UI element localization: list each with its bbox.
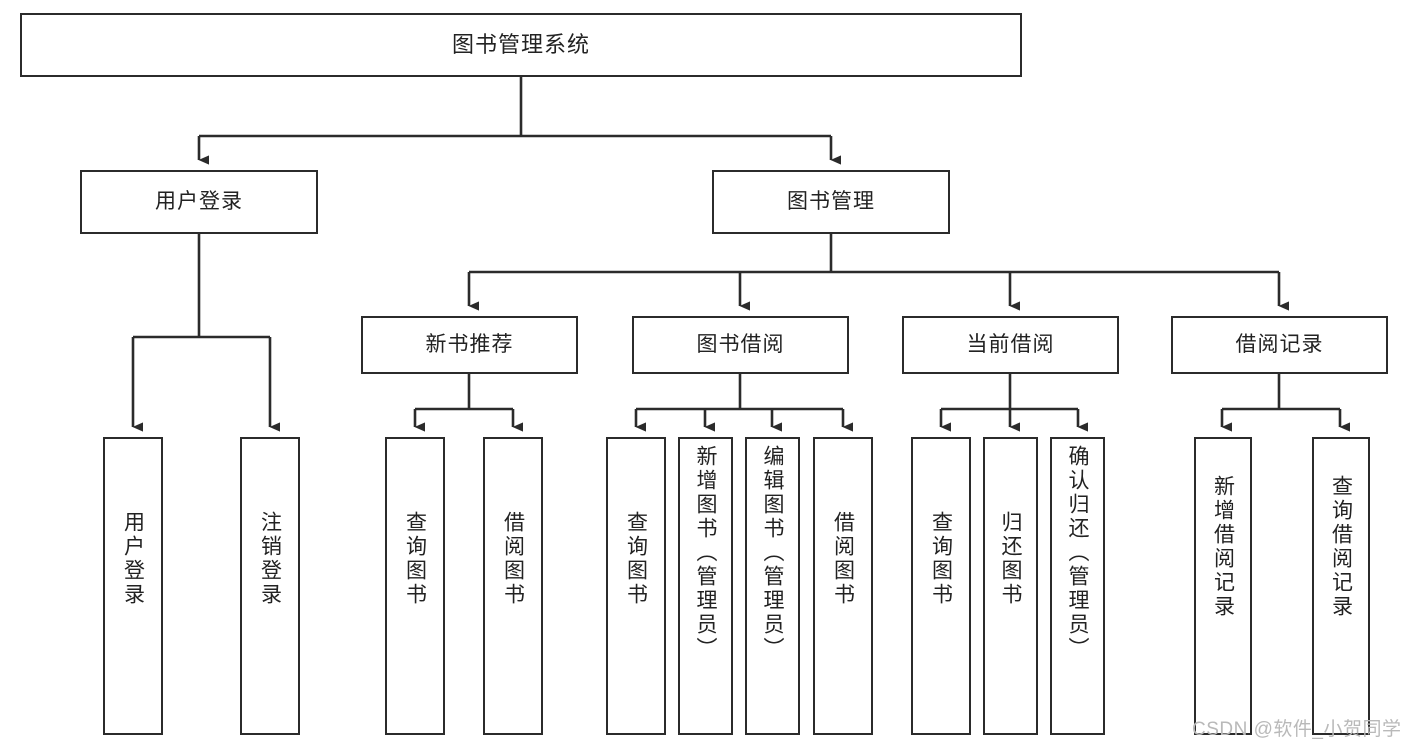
- node-root-book-management-system[interactable]: 图书管理系统: [20, 13, 1022, 77]
- node-leaf-query-book-borrow[interactable]: 查询图书: [606, 437, 666, 735]
- node-leaf-confirm-return-admin[interactable]: 确认归还（管理员）: [1050, 437, 1105, 735]
- node-leaf-return-book[interactable]: 归还图书: [983, 437, 1038, 735]
- node-leaf-query-borrow-record[interactable]: 查询借阅记录: [1312, 437, 1370, 735]
- node-new-book-recommend[interactable]: 新书推荐: [361, 316, 578, 374]
- node-label: 当前借阅: [966, 333, 1055, 357]
- node-label: 查询图书: [929, 511, 953, 607]
- node-label: 查询图书: [403, 511, 427, 607]
- node-label: 新增借阅记录: [1211, 475, 1235, 619]
- node-leaf-user-login[interactable]: 用户登录: [103, 437, 163, 735]
- node-borrow-record[interactable]: 借阅记录: [1171, 316, 1388, 374]
- node-label: 查询借阅记录: [1329, 475, 1353, 619]
- node-leaf-logout[interactable]: 注销登录: [240, 437, 300, 735]
- node-leaf-borrow-book[interactable]: 借阅图书: [813, 437, 873, 735]
- node-label: 借阅记录: [1235, 333, 1324, 357]
- node-leaf-add-book-admin[interactable]: 新增图书（管理员）: [678, 437, 733, 735]
- node-label: 确认归还（管理员）: [1066, 445, 1089, 661]
- node-label: 查询图书: [624, 511, 648, 607]
- node-label: 新增图书（管理员）: [694, 445, 717, 661]
- node-label: 归还图书: [999, 511, 1022, 607]
- node-label: 编辑图书（管理员）: [761, 445, 784, 661]
- node-book-borrow[interactable]: 图书借阅: [632, 316, 849, 374]
- node-label: 用户登录: [155, 190, 243, 214]
- node-current-borrow[interactable]: 当前借阅: [902, 316, 1119, 374]
- node-leaf-query-book-current[interactable]: 查询图书: [911, 437, 971, 735]
- node-label: 新书推荐: [425, 333, 514, 357]
- node-book-management[interactable]: 图书管理: [712, 170, 950, 234]
- node-label: 图书管理系统: [451, 31, 590, 57]
- node-label: 注销登录: [258, 511, 282, 607]
- node-label: 借阅图书: [501, 511, 525, 607]
- node-label: 图书借阅: [696, 333, 785, 357]
- node-leaf-query-book-recommend[interactable]: 查询图书: [385, 437, 445, 735]
- node-leaf-add-borrow-record[interactable]: 新增借阅记录: [1194, 437, 1252, 735]
- node-label: 借阅图书: [831, 511, 855, 607]
- node-user-login[interactable]: 用户登录: [80, 170, 318, 234]
- node-label: 用户登录: [121, 511, 145, 607]
- node-leaf-edit-book-admin[interactable]: 编辑图书（管理员）: [745, 437, 800, 735]
- node-label: 图书管理: [787, 190, 875, 214]
- csdn-watermark: CSDN @软件_小贺同学: [1192, 719, 1402, 740]
- node-leaf-borrow-book-recommend[interactable]: 借阅图书: [483, 437, 543, 735]
